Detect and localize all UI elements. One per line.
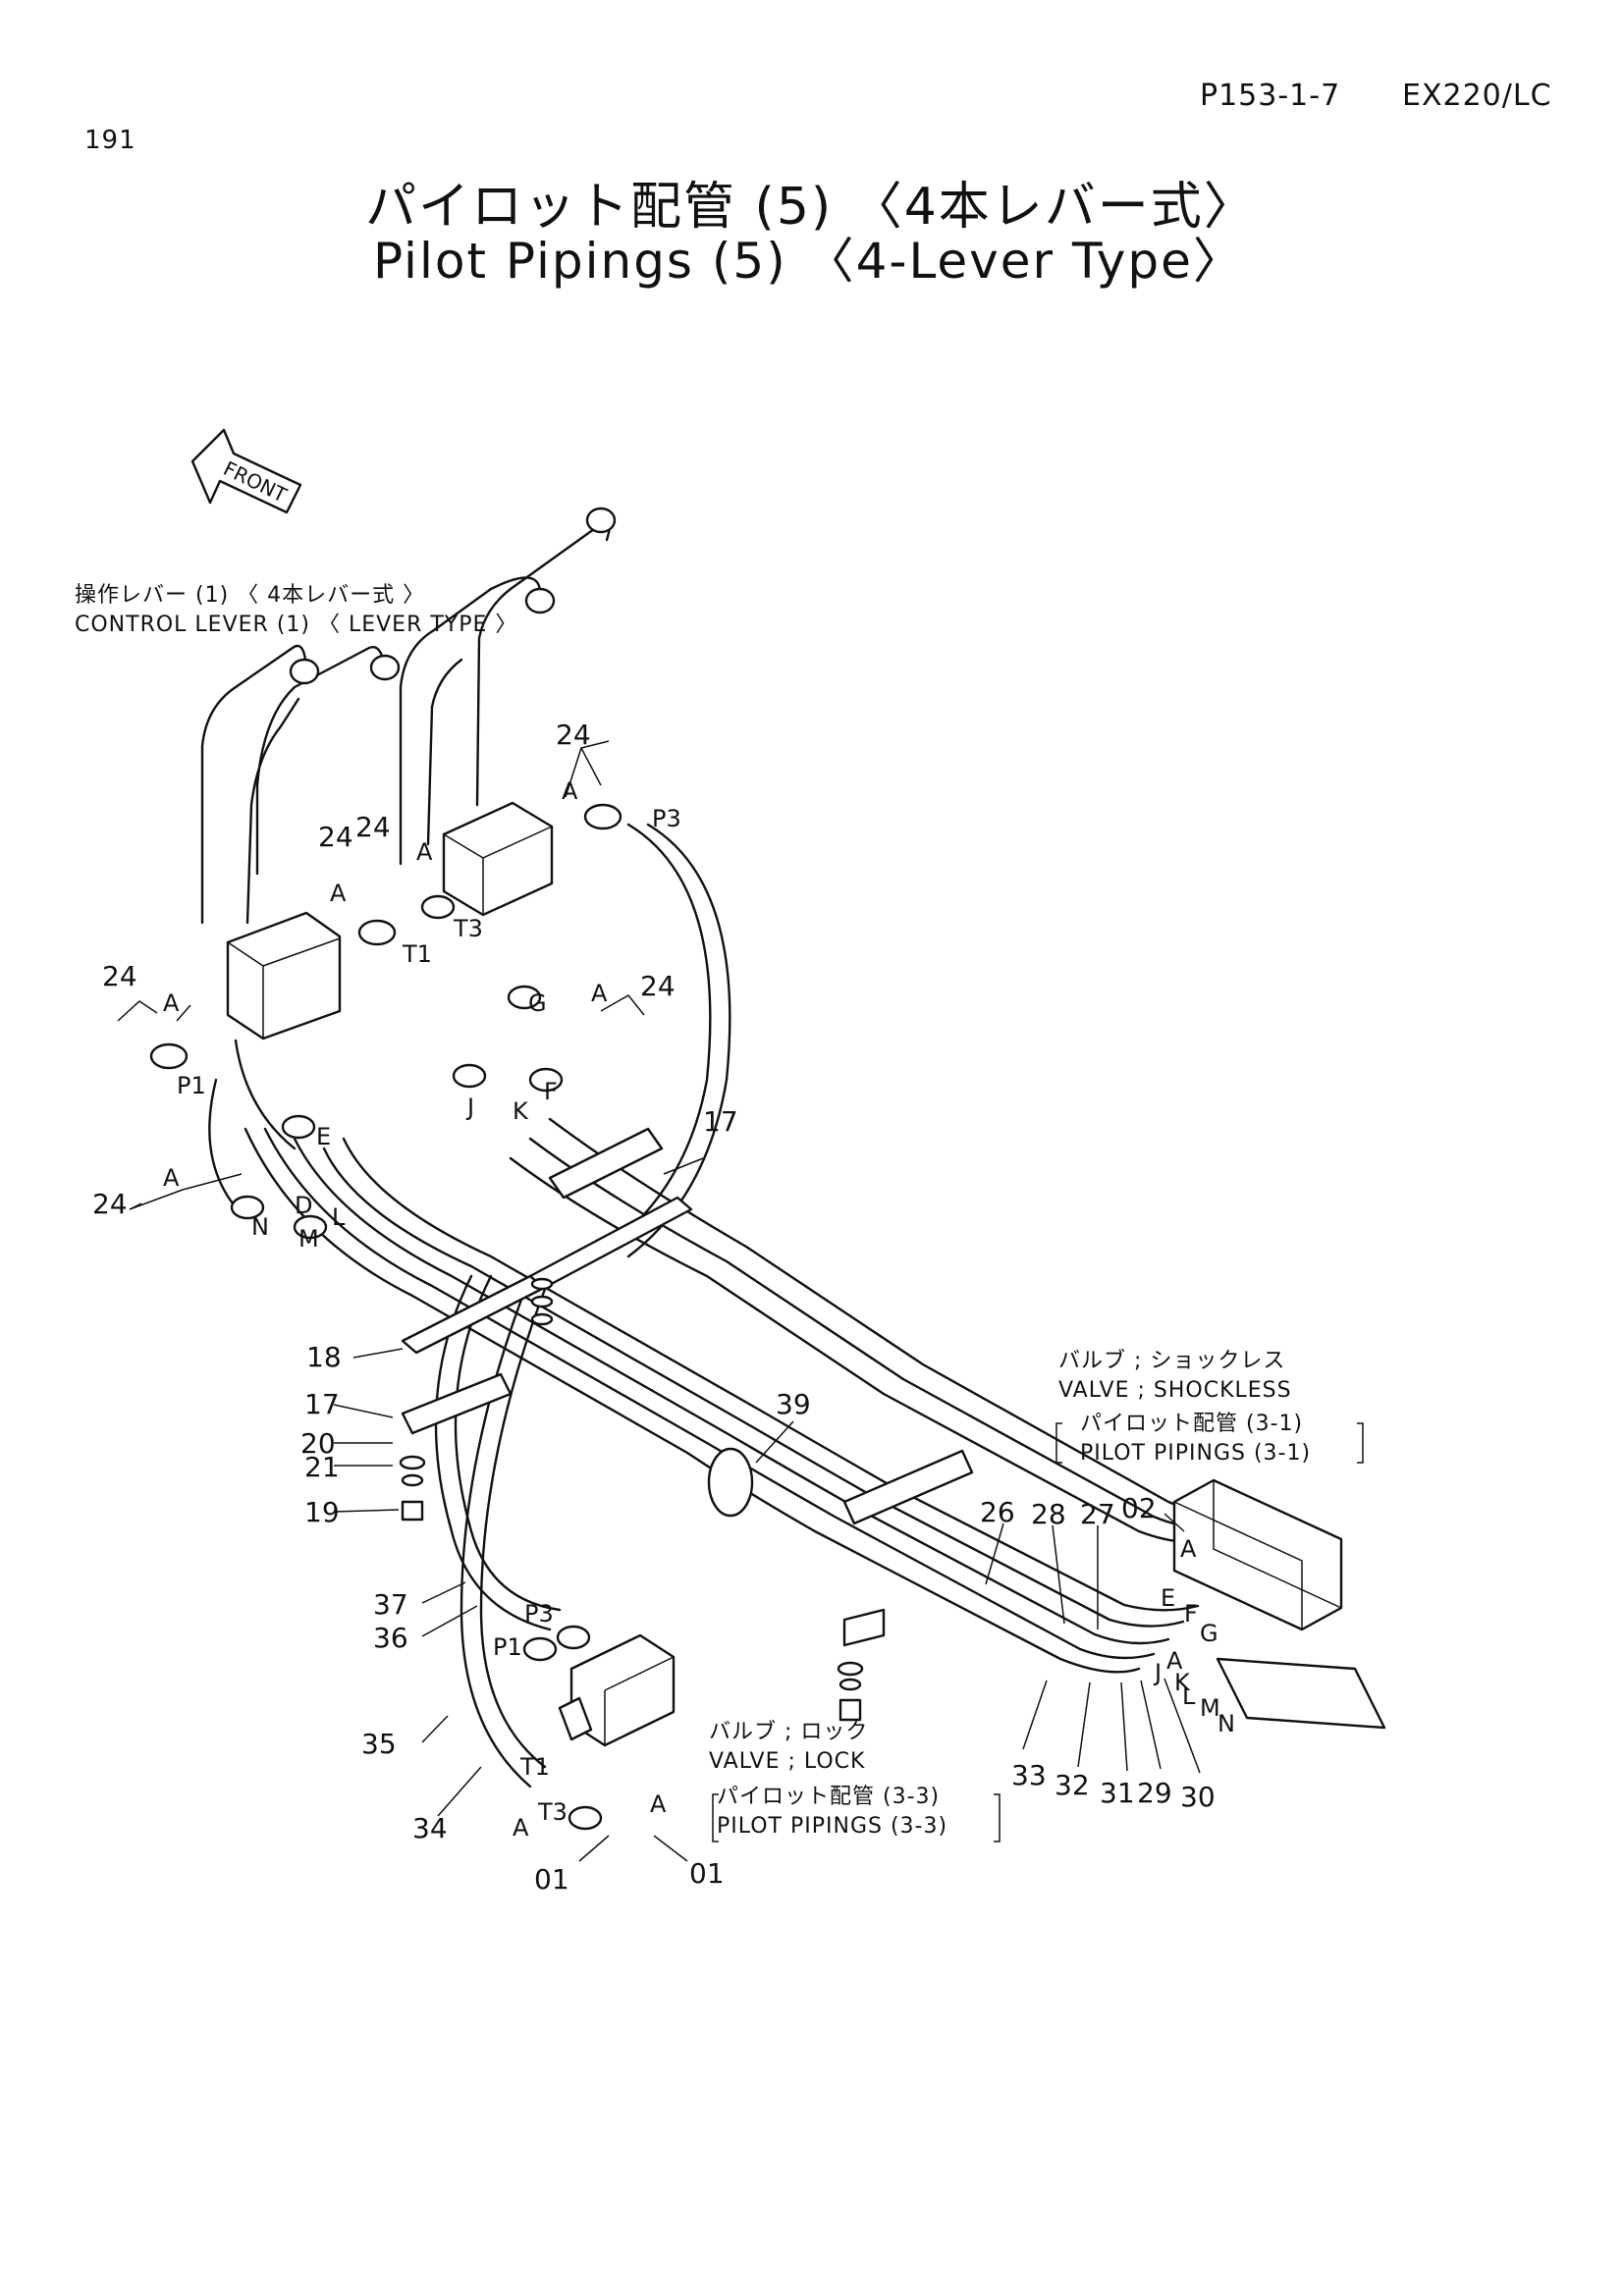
port-label: A: [650, 1790, 667, 1818]
port-label: A: [1180, 1535, 1197, 1563]
part-number-label: 01: [689, 1857, 725, 1890]
port-label: M: [298, 1225, 319, 1253]
port-label: K: [513, 1097, 529, 1125]
part-number-label: 33: [1011, 1759, 1047, 1791]
valve-lock-icon: [558, 1633, 676, 1747]
callout-brackets: [712, 1422, 1364, 1842]
hose-bundle: [208, 823, 1239, 1789]
callout-pilot-pipings-33-jp: パイロット配管 (3-3): [717, 1785, 941, 1809]
port-label: P3: [652, 805, 681, 832]
part-number-label: 24: [556, 719, 591, 751]
port-label: P1: [177, 1072, 206, 1099]
port-label: E: [316, 1123, 331, 1150]
callout-pilot-pipings-33-en: PILOT PIPINGS (3-3): [717, 1814, 948, 1839]
port-label: P3: [524, 1600, 554, 1628]
part-number-label: 24: [640, 970, 676, 1002]
control-lever-right-icon: [399, 507, 617, 917]
port-labels: A A A A A A A A A A P3 P1 T3 T1 G F J K …: [163, 777, 1235, 1842]
part-number-label: 21: [304, 1451, 340, 1483]
port-label: F: [544, 1078, 558, 1105]
part-number-label: 18: [306, 1341, 342, 1373]
part-number-label: 24: [102, 960, 137, 992]
leader-lines: [117, 740, 1201, 1862]
port-label: A: [330, 880, 347, 907]
port-label: A: [163, 1164, 180, 1192]
port-label: G: [1200, 1620, 1218, 1647]
port-label: A: [591, 980, 608, 1007]
port-label: K: [1174, 1669, 1191, 1696]
part-number-label: 26: [980, 1496, 1015, 1528]
port-label: F: [1184, 1600, 1198, 1628]
front-arrow-icon: FRONT: [190, 428, 302, 514]
port-label: A: [513, 1814, 529, 1842]
part-number-label: 02: [1121, 1492, 1157, 1524]
part-number-label: 28: [1031, 1498, 1066, 1530]
port-label: T1: [402, 940, 432, 968]
port-label: J: [465, 1094, 474, 1121]
port-label: N: [1217, 1710, 1235, 1737]
part-number-label: 31: [1100, 1777, 1135, 1809]
port-label: T1: [519, 1753, 550, 1781]
part-number-label: 20: [300, 1427, 336, 1460]
port-label: J: [1153, 1659, 1162, 1686]
part-number-label: 34: [412, 1812, 448, 1844]
part-number-label: 35: [361, 1728, 397, 1760]
part-number-label: 01: [534, 1863, 569, 1896]
part-number-label: 17: [304, 1388, 340, 1420]
port-label: A: [416, 838, 433, 866]
callout-valve-lock-jp: バルブ ; ロック: [709, 1720, 869, 1744]
part-number-labels: 24 24 24 24 24 24 17 18 17 20 21 19 39 2…: [92, 719, 1216, 1896]
port-label: E: [1161, 1584, 1175, 1612]
callout-pilot-pipings-31-en: PILOT PIPINGS (3-1): [1080, 1441, 1312, 1466]
part-number-label: 30: [1180, 1781, 1216, 1813]
part-number-label: 19: [304, 1496, 340, 1528]
page-reference: P153-1-7: [1200, 79, 1341, 113]
part-number-label: 39: [776, 1388, 811, 1420]
port-label: L: [332, 1203, 346, 1231]
callout-valve-shockless-en: VALVE ; SHOCKLESS: [1058, 1378, 1292, 1403]
port-label: P1: [493, 1633, 522, 1661]
port-label: L: [1182, 1682, 1196, 1710]
page-number: 191: [84, 126, 136, 155]
part-number-label: 27: [1080, 1498, 1115, 1530]
port-label: T3: [537, 1798, 568, 1826]
part-number-label: 29: [1137, 1777, 1172, 1809]
title-japanese: パイロット配管 (5) 〈4本レバー式〉: [365, 178, 1257, 237]
port-label: G: [528, 989, 547, 1017]
callout-control-lever-jp: 操作レバー (1) 〈 4本レバー式 〉: [75, 583, 426, 608]
port-label: N: [251, 1213, 269, 1241]
callout-valve-lock-en: VALVE ; LOCK: [709, 1749, 866, 1774]
part-number-label: 17: [703, 1105, 738, 1138]
part-number-label: 32: [1055, 1769, 1090, 1801]
valve-shockless-icon: [1172, 1478, 1386, 1730]
part-number-label: 24: [92, 1188, 128, 1220]
fitting-elbows: [149, 803, 622, 1831]
port-label: T3: [453, 915, 483, 942]
port-label: A: [562, 777, 578, 805]
port-label: D: [295, 1192, 312, 1219]
part-number-label: 36: [373, 1622, 408, 1654]
model-number: EX220/LC: [1402, 79, 1552, 113]
clamp-parts: [399, 1127, 974, 1722]
port-label: A: [163, 989, 180, 1017]
title-english: Pilot Pipings (5) 〈4-Lever Type〉: [373, 233, 1244, 290]
callout-valve-shockless-jp: バルブ ; ショックレス: [1058, 1349, 1286, 1373]
port-label: A: [1166, 1647, 1183, 1675]
part-number-label: 37: [373, 1588, 408, 1621]
part-number-label: 24: [355, 811, 391, 843]
control-lever-left-icon: [200, 644, 401, 1041]
callout-pilot-pipings-31-jp: パイロット配管 (3-1): [1080, 1412, 1304, 1436]
port-label: M: [1200, 1694, 1220, 1722]
part-number-label: 24: [318, 821, 353, 853]
